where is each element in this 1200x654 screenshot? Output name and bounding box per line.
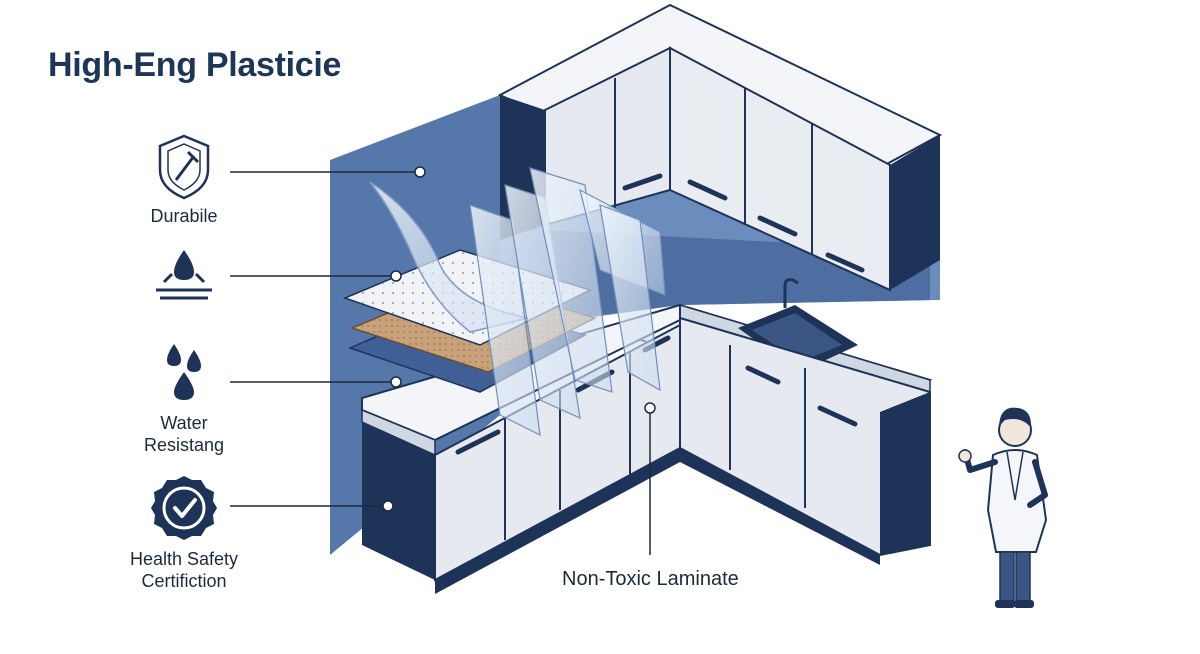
kitchen-illustration: [330, 3, 943, 594]
callout-non-toxic-laminate: Non-Toxic Laminate: [562, 568, 739, 590]
leader-dot-durable: [414, 166, 426, 178]
laminate-layers: [342, 167, 666, 437]
certified-badge-icon: [151, 476, 217, 540]
leader-dot-splash: [390, 270, 402, 282]
glass-panel-1: [469, 204, 541, 437]
leader-lines: [230, 166, 656, 555]
glass-panel-5: [599, 204, 661, 392]
lower-cabinet-end: [362, 422, 435, 580]
leader-dot-water: [390, 376, 402, 388]
water-splash-icon: [156, 250, 212, 300]
feature-label-durable: Durabile: [150, 206, 218, 226]
glass-panel-2: [504, 184, 581, 420]
leader-dot-health: [382, 500, 394, 512]
glass-panel-3: [529, 167, 613, 393]
shield-brush-icon: [158, 134, 210, 200]
feature-label-water-resistant: Water Resistang: [143, 413, 225, 455]
water-drops-icon: [167, 344, 201, 400]
leader-dot-laminate: [644, 402, 656, 414]
scientist-figure: [958, 407, 1048, 608]
feature-label-health-safety: Health Safety Certifiction: [129, 549, 239, 591]
page-title: High-Eng Plasticie: [48, 46, 342, 84]
upper-cabinet-end: [890, 135, 940, 290]
